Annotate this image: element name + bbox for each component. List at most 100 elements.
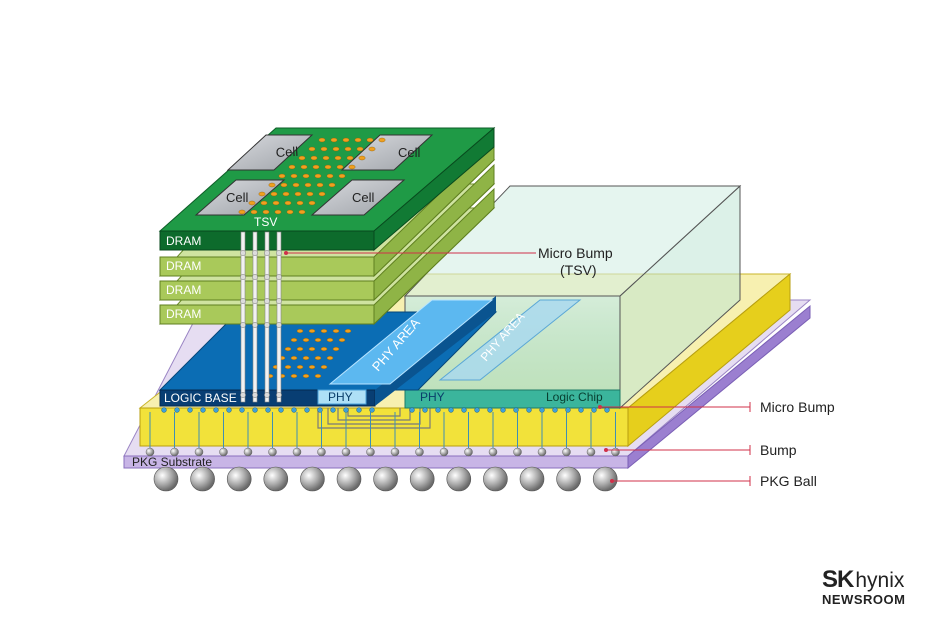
dram-label-3: DRAM bbox=[166, 283, 201, 297]
tsv-dot bbox=[316, 182, 324, 188]
bump bbox=[268, 447, 277, 457]
tsv-dot bbox=[336, 164, 344, 170]
dram-stack bbox=[158, 126, 496, 326]
tsv-micro-bump bbox=[264, 298, 270, 304]
logic-dot bbox=[320, 365, 328, 370]
tsv-dot bbox=[306, 191, 314, 197]
tsv-micro-bump bbox=[240, 392, 246, 398]
bump bbox=[341, 447, 351, 457]
tsv-dot bbox=[278, 173, 286, 179]
brand-newsroom: NEWSROOM bbox=[822, 592, 906, 607]
micro-bump bbox=[343, 407, 349, 413]
tsv-dot bbox=[286, 209, 294, 215]
tsv-dot bbox=[326, 173, 334, 179]
pkg-ball bbox=[409, 466, 435, 492]
bump bbox=[611, 447, 620, 457]
tsv-dot bbox=[354, 137, 362, 143]
micro-bump bbox=[330, 407, 336, 413]
callout-micro-bump-tsv-line2: (TSV) bbox=[560, 262, 597, 278]
logic-dot bbox=[296, 329, 304, 334]
dram-cells bbox=[194, 134, 434, 216]
bump bbox=[243, 447, 253, 457]
brand-sk: SK bbox=[822, 566, 854, 593]
tsv-dot bbox=[284, 200, 292, 206]
sk-hynix-newsroom-logo: SKhynix NEWSROOM bbox=[822, 566, 932, 607]
logic-dot bbox=[314, 338, 322, 343]
pkg-ball bbox=[336, 466, 362, 492]
tsv-pillars bbox=[240, 231, 282, 403]
micro-bump bbox=[409, 407, 415, 413]
tsv-micro-bump bbox=[264, 392, 270, 398]
tsv-dot bbox=[324, 164, 332, 170]
logic-dot bbox=[332, 347, 340, 352]
tsv-pillar bbox=[276, 231, 282, 403]
micro-bump bbox=[487, 407, 493, 413]
tsv-dot bbox=[282, 191, 290, 197]
callout-bump: Bump bbox=[760, 442, 797, 458]
tsv-dot bbox=[304, 182, 312, 188]
tsv-dot bbox=[344, 146, 352, 152]
tsv-dot bbox=[298, 209, 306, 215]
micro-bump bbox=[317, 407, 323, 413]
tsv-dot bbox=[322, 155, 330, 161]
tsv-micro-bump bbox=[276, 392, 282, 398]
tsv-pillar bbox=[252, 231, 258, 403]
pkg-ball bbox=[446, 466, 472, 492]
tsv-dot bbox=[280, 182, 288, 188]
logic-dot bbox=[326, 338, 334, 343]
tsv-dot bbox=[378, 137, 386, 143]
logic-dot bbox=[344, 329, 352, 334]
pkg-ball bbox=[592, 466, 618, 492]
tsv-micro-bump bbox=[276, 298, 282, 304]
logic-dot bbox=[284, 365, 292, 370]
pkg-ball-row bbox=[153, 466, 618, 492]
tsv-dot bbox=[308, 146, 316, 152]
micro-bump bbox=[539, 407, 545, 413]
tsv-pillar bbox=[264, 231, 270, 403]
micro-bump-row bbox=[149, 407, 616, 448]
micro-bump bbox=[448, 407, 454, 413]
micro-bump bbox=[356, 407, 362, 413]
brand-hynix: hynix bbox=[855, 569, 905, 592]
logic-dot bbox=[302, 338, 310, 343]
tsv-dot bbox=[338, 173, 346, 179]
tsv-micro-bump bbox=[252, 250, 258, 256]
logic-dot bbox=[296, 347, 304, 352]
tsv-micro-bump bbox=[240, 250, 246, 256]
tsv-micro-bump bbox=[264, 322, 270, 328]
dram-label-4: DRAM bbox=[166, 307, 201, 321]
micro-bump bbox=[369, 407, 375, 413]
logic-dot bbox=[308, 329, 316, 334]
micro-bump bbox=[604, 407, 610, 413]
logic-dot bbox=[290, 338, 298, 343]
logic-dot bbox=[308, 347, 316, 352]
tsv-dot bbox=[268, 182, 276, 188]
logic-dot bbox=[302, 356, 310, 361]
tsv-label: TSV bbox=[254, 215, 277, 229]
tsv-dot bbox=[308, 200, 316, 206]
tsv-micro-bump bbox=[276, 322, 282, 328]
tsv-micro-bump bbox=[264, 250, 270, 256]
cell-1 bbox=[226, 134, 314, 171]
micro-bump bbox=[161, 407, 167, 413]
bump bbox=[415, 447, 424, 457]
logic-dot bbox=[326, 356, 334, 361]
micro-bump bbox=[187, 407, 193, 413]
bump bbox=[586, 447, 596, 457]
tsv-dot bbox=[250, 209, 258, 215]
pkg-ball bbox=[226, 466, 252, 492]
tsv-dot bbox=[258, 191, 266, 197]
logic-dot bbox=[314, 374, 322, 379]
tsv-dot bbox=[310, 155, 318, 161]
bump-row bbox=[145, 447, 620, 457]
logic-dot bbox=[284, 347, 292, 352]
micro-bump bbox=[474, 407, 480, 413]
tsv-dot bbox=[318, 137, 326, 143]
micro-bump bbox=[226, 407, 232, 413]
bump bbox=[390, 447, 400, 457]
pkg-ball bbox=[483, 466, 508, 492]
callout-pkg-ball: PKG Ball bbox=[760, 473, 817, 489]
bump bbox=[464, 447, 473, 457]
pkg-ball bbox=[556, 466, 581, 492]
